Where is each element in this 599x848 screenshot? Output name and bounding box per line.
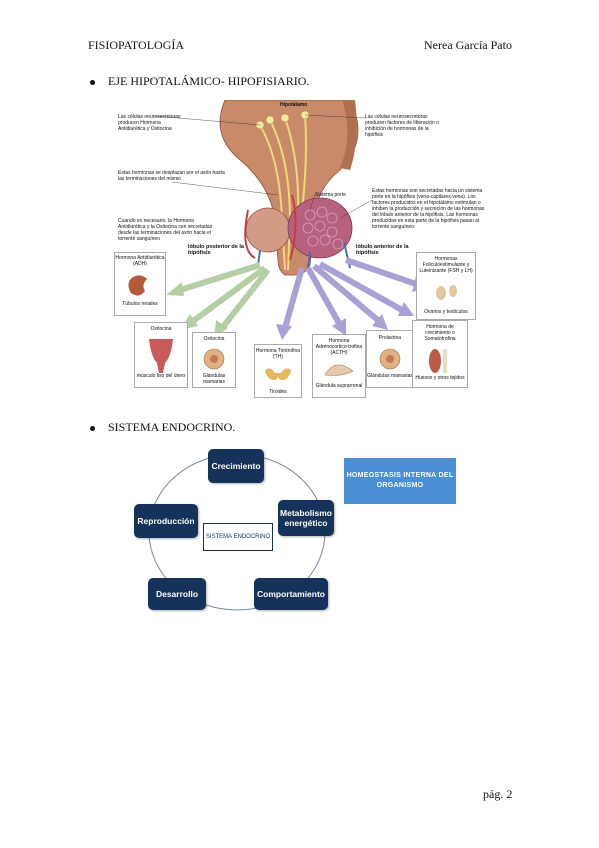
node-crecimiento: Crecimiento — [208, 449, 264, 483]
adh-target: Túbulos renales — [122, 301, 158, 307]
page-number: pág. 2 — [483, 787, 513, 801]
note-adh-oxytocin-release: Cuando es necesario, la Hormona Antidiur… — [118, 218, 213, 242]
tsh-title: Hormona Tirotrofina (TH) — [255, 348, 301, 360]
bullet-dot — [90, 79, 95, 85]
fsh-lh-target: Ovarios y testículos — [424, 309, 468, 315]
note-neurosecretory-right: Las células neurosecretoras producen fac… — [365, 114, 439, 138]
figure-illustration — [154, 100, 428, 340]
target-box-fsh-lh: Hormonas Foliculoestimulante y Luteiniza… — [416, 252, 476, 320]
gh-title: Hormona de crecimiento o Somatotrofina — [424, 324, 456, 342]
label-anterior-lobe: lóbulo anterior de la hipófisis — [356, 244, 409, 256]
node-desarrollo: Desarrollo — [148, 578, 206, 610]
target-box-adh: Hormona Antidiurética (ADH) Túbulos rena… — [114, 252, 166, 316]
gh-target: Huesos y otros tejidos — [415, 375, 465, 381]
oxytocin-uterus-target: músculo liso del útero — [136, 373, 186, 379]
node-comportamiento: Comportamiento — [254, 578, 328, 610]
target-box-oxytocin-mammary: Oxitocina Glándulas mamarias — [192, 332, 236, 388]
hypothalamic-pituitary-figure: Hipotálamo Las células neurosecretoras p… — [110, 100, 500, 405]
mammary-gland-icon — [203, 348, 225, 370]
endocrine-system-diagram: SISTEMA ENDOCRINO Crecimiento Metabolism… — [130, 446, 475, 626]
acth-target: Glándula suprarrenal — [315, 383, 363, 389]
gonads-icon — [436, 285, 457, 300]
fsh-lh-title: Hormonas Foliculoestimulante y Luteiniza… — [419, 256, 473, 274]
note-axon-transport: Estas hormonas se desplazan por el axón … — [118, 170, 225, 182]
oxytocin-uterus-title: Oxitocina — [150, 326, 172, 332]
label-posterior-lobe: lóbulo posterior de la hipófisis — [188, 244, 244, 256]
label-portal-system: Sistema porte — [315, 192, 346, 198]
node-metabolismo: Metabolismo energético — [278, 500, 334, 536]
target-box-prolactin: Prolactina Glándulas mamarias — [366, 330, 414, 388]
adh-title: Hormona Antidiurética (ADH) — [115, 255, 165, 267]
oxytocin-mammary-title: Oxitocina — [203, 336, 225, 342]
prolactin-title: Prolactina — [378, 335, 402, 341]
section-heading-eje: EJE HIPOTALÁMICO- HIPOFISIARIO. — [90, 74, 309, 89]
section-heading-endocrino: SISTEMA ENDOCRINO. — [90, 420, 235, 435]
oxytocin-mammary-target: Glándulas mamarias — [202, 373, 226, 385]
node-reproduccion: Reproducción — [134, 504, 198, 538]
note-neurosecretory-left: Las células neurosecretoras producen Hor… — [118, 114, 181, 132]
kidney-icon — [128, 275, 147, 296]
homeostasis-box: HOMEOSTASIS INTERNA DEL ORGANISMO — [344, 458, 456, 504]
target-box-tsh: Hormona Tirotrofina (TH) Tiroides — [254, 344, 302, 398]
target-box-oxytocin-uterus: Oxitocina músculo liso del útero — [134, 322, 188, 388]
header-title: FISIOPATOLOGÍA — [88, 38, 185, 52]
bone-muscle-icon — [429, 349, 447, 373]
center-label: SISTEMA ENDOCRINO — [203, 523, 273, 551]
prolactin-target: Glándulas mamarias — [367, 373, 413, 379]
thyroid-icon — [265, 368, 291, 380]
section-heading-text: SISTEMA ENDOCRINO. — [108, 420, 236, 434]
uterus-icon — [149, 339, 173, 373]
label-hypothalamus: Hipotálamo — [280, 102, 308, 108]
section-heading-text: EJE HIPOTALÁMICO- HIPOFISIARIO. — [108, 74, 310, 88]
target-box-gh: Hormona de crecimiento o Somatotrofina H… — [412, 320, 468, 388]
acth-title: Hormona Adrenocortico-trofina (ACTH) — [315, 338, 363, 356]
tsh-target: Tiroides — [269, 389, 287, 395]
bullet-dot — [90, 425, 95, 431]
header-author: Nerea García Pato — [424, 38, 512, 52]
target-box-acth: Hormona Adrenocortico-trofina (ACTH) Glá… — [312, 334, 366, 398]
mammary-gland-icon — [379, 348, 401, 370]
adrenal-gland-icon — [324, 364, 354, 376]
note-portal-secretion: Estas hormonas son secretadas hacia un s… — [372, 188, 485, 230]
